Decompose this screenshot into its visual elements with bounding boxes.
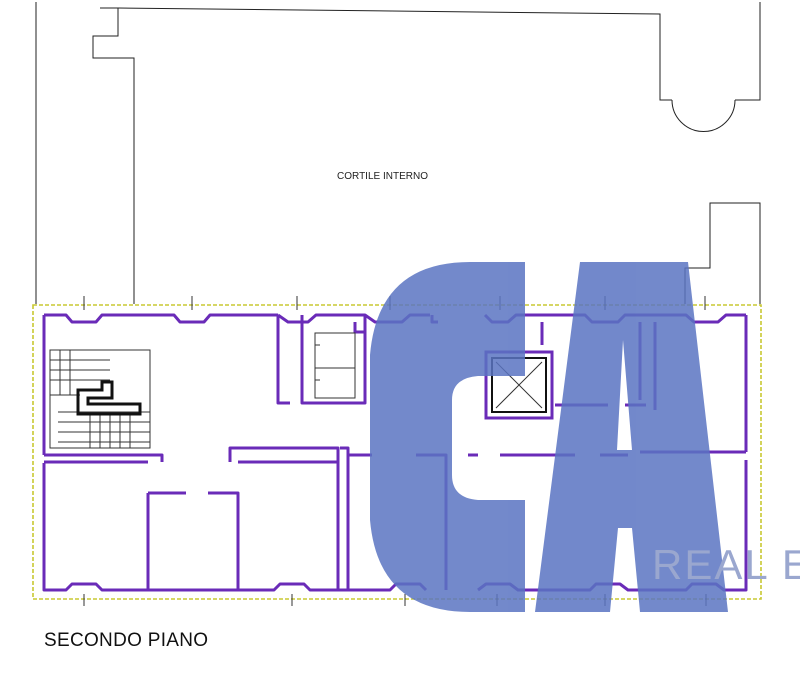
ca-logo	[370, 262, 728, 612]
courtyard-label: CORTILE INTERNO	[337, 171, 428, 182]
floor-label: SECONDO PIANO	[44, 630, 209, 651]
courtyard-outline	[35, 2, 761, 304]
staircase	[49, 349, 151, 449]
closets	[314, 332, 356, 399]
watermark-brand-text: REAL ES	[652, 541, 800, 588]
stair-core	[76, 380, 142, 416]
